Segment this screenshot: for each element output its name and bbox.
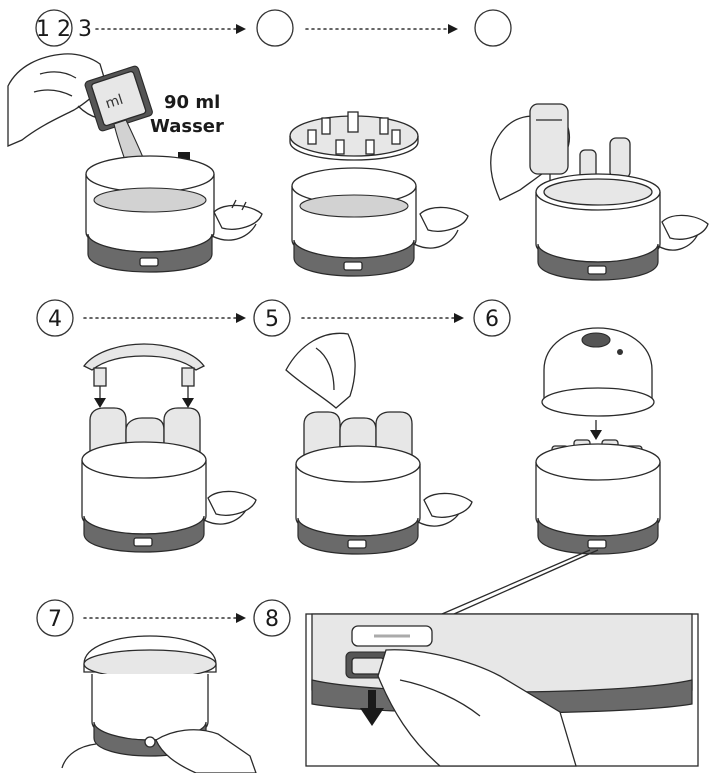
panel-place-parts (490, 103, 709, 281)
panel-place-lid (535, 327, 661, 555)
step-label-4: 4 (48, 307, 62, 332)
power-plug-icon (417, 492, 473, 527)
panel-assembled-unit (61, 635, 257, 773)
step-marker-4: 4 (36, 299, 74, 337)
water-unit-label: Wasser (150, 116, 224, 137)
hand-icon (155, 729, 257, 773)
power-plug-icon (657, 214, 709, 251)
step-label-5: 5 (265, 307, 279, 332)
bottle-icon (529, 103, 569, 175)
zoom-leader (441, 549, 591, 615)
step-label-1-2-3: 1 2 3 (36, 17, 92, 42)
scoop-label: ml (104, 92, 126, 113)
hand-icon (377, 649, 577, 767)
power-plug-icon (203, 490, 257, 525)
power-plug-icon (413, 206, 469, 249)
hand-icon (285, 332, 356, 409)
panel-zoom-detail (305, 613, 699, 767)
measuring-cup-icon: ml (84, 65, 153, 132)
panel-insert-tray (289, 111, 469, 277)
step-label-7: 7 (48, 607, 62, 632)
zoom-leader (453, 549, 599, 615)
steam-tray-icon (289, 111, 419, 161)
step-label-6: 6 (485, 307, 499, 332)
step-marker-1-2-3: 1 2 3 (35, 9, 92, 47)
step-marker-3 (474, 9, 512, 47)
down-arrow-icon (360, 690, 384, 726)
panel-pour-water: ml 90 ml Wasser (7, 53, 263, 273)
power-button-icon (587, 539, 607, 549)
step-label-8: 8 (265, 607, 279, 632)
step-marker-8: 8 (253, 599, 291, 637)
power-button-icon (144, 736, 156, 748)
step-marker-5: 5 (253, 299, 291, 337)
step-marker-2 (256, 9, 294, 47)
power-button-icon (139, 257, 159, 267)
panel-press-bottles (285, 332, 473, 555)
step-marker-6: 6 (473, 299, 511, 337)
water-amount-label: 90 ml (164, 92, 220, 113)
lid-icon (541, 327, 655, 417)
panel-bottle-holder (81, 343, 257, 553)
power-plug-icon (211, 199, 263, 241)
step-marker-7: 7 (36, 599, 74, 637)
